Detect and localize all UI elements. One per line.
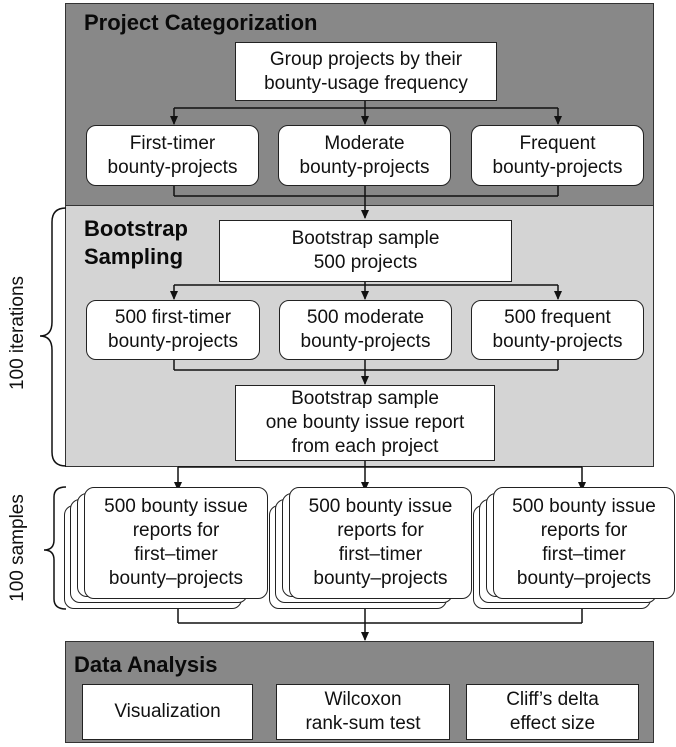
visualization-box: Visualization (82, 684, 253, 740)
frequent-subset-box: 500 frequent bounty-projects (471, 300, 644, 360)
frequent-category-box: Frequent bounty-projects (471, 125, 644, 186)
group-projects-box: Group projects by their bounty-usage fre… (235, 42, 497, 101)
sample-box-moderate: 500 bounty issue reports for first–timer… (289, 487, 472, 599)
analysis-title: Data Analysis (74, 652, 218, 677)
categorization-title: Project Categorization (84, 10, 318, 35)
sample-box-frequent: 500 bounty issue reports for first–timer… (493, 487, 675, 599)
cliffs-delta-box: Cliff’s delta effect size (466, 684, 639, 740)
iterations-brace (39, 207, 67, 467)
bootstrap-title: Bootstrap Sampling (84, 216, 188, 269)
first-timer-subset-box: 500 first-timer bounty-projects (86, 300, 260, 360)
bootstrap-issue-box: Bootstrap sample one bounty issue report… (235, 385, 495, 461)
sample-box-first-timer: 500 bounty issue reports for first–timer… (84, 487, 268, 599)
moderate-category-box: Moderate bounty-projects (278, 125, 451, 186)
samples-brace (43, 486, 67, 610)
first-timer-category-box: First-timer bounty-projects (86, 125, 259, 186)
iterations-label: 100 iterations (7, 275, 28, 391)
samples-label: 100 samples (7, 494, 28, 602)
bootstrap-sample-box: Bootstrap sample 500 projects (219, 220, 512, 282)
wilcoxon-box: Wilcoxon rank-sum test (276, 684, 450, 740)
moderate-subset-box: 500 moderate bounty-projects (279, 300, 452, 360)
